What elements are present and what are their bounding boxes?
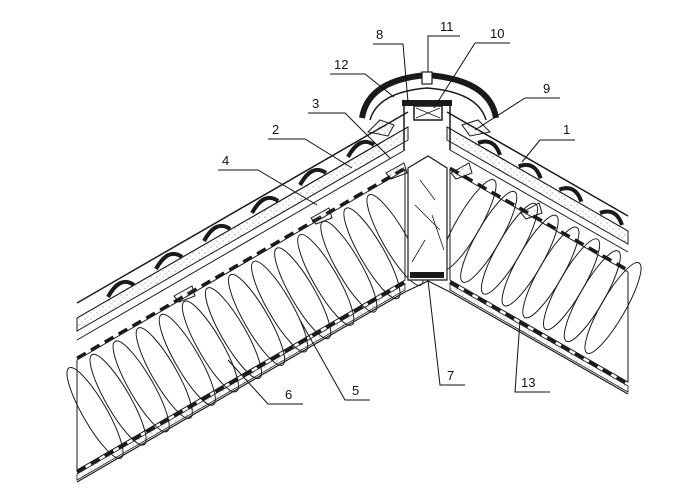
insulation-oval — [297, 233, 355, 326]
roof-tile — [298, 168, 328, 186]
insulation-oval — [204, 287, 262, 380]
insulation-oval — [584, 262, 642, 354]
insulation-oval — [66, 367, 124, 459]
roof-tile — [599, 209, 624, 226]
roof-tile — [202, 224, 232, 242]
insulation-oval — [366, 194, 424, 286]
roof-tile — [250, 196, 280, 214]
roof-tile — [517, 162, 543, 180]
rafter-block — [173, 285, 196, 303]
right-insulation-wave — [439, 179, 642, 354]
roof-tile — [154, 252, 184, 270]
rafter-block — [310, 207, 333, 225]
insulation-oval — [274, 247, 332, 340]
roof-tile — [106, 280, 136, 298]
callout-5: 5 — [352, 383, 359, 398]
right-roof-slope — [446, 111, 629, 393]
rafter-block — [520, 202, 543, 220]
roof-tile — [477, 139, 502, 156]
roof-tile — [346, 140, 376, 158]
callout-2: 2 — [272, 122, 279, 137]
callout-12: 12 — [334, 57, 348, 72]
insulation-oval — [228, 273, 286, 366]
insulation-oval — [112, 340, 170, 433]
left-insulation-wave — [66, 194, 424, 459]
right-roof-tiles — [477, 139, 624, 226]
callout-10: 10 — [490, 26, 504, 41]
callout-1: 1 — [563, 122, 570, 137]
callout-4: 4 — [222, 153, 229, 168]
callout-6: 6 — [285, 387, 292, 402]
roof-tile — [558, 186, 584, 203]
rafter-blocks — [173, 162, 543, 303]
left-roof-tiles — [106, 140, 376, 298]
left-roof-slope — [76, 111, 409, 481]
callout-7: 7 — [447, 368, 454, 383]
callout-3: 3 — [312, 96, 319, 111]
insulation-oval — [251, 260, 309, 353]
callout-9: 9 — [543, 81, 550, 96]
callout-11: 11 — [440, 19, 454, 34]
ridge-cap — [359, 71, 499, 150]
insulation-oval — [135, 327, 193, 420]
rafter-block — [450, 162, 473, 180]
insulation-oval — [181, 300, 239, 393]
callout-13: 13 — [521, 375, 535, 390]
insulation-oval — [158, 313, 216, 406]
insulation-oval — [343, 207, 401, 300]
callout-labels: 1 2 3 4 5 6 7 8 9 10 11 12 13 — [222, 19, 570, 402]
rafter-block — [385, 162, 408, 180]
callout-8: 8 — [376, 27, 383, 42]
callout-leaders — [218, 35, 575, 405]
insulation-oval — [89, 353, 147, 446]
